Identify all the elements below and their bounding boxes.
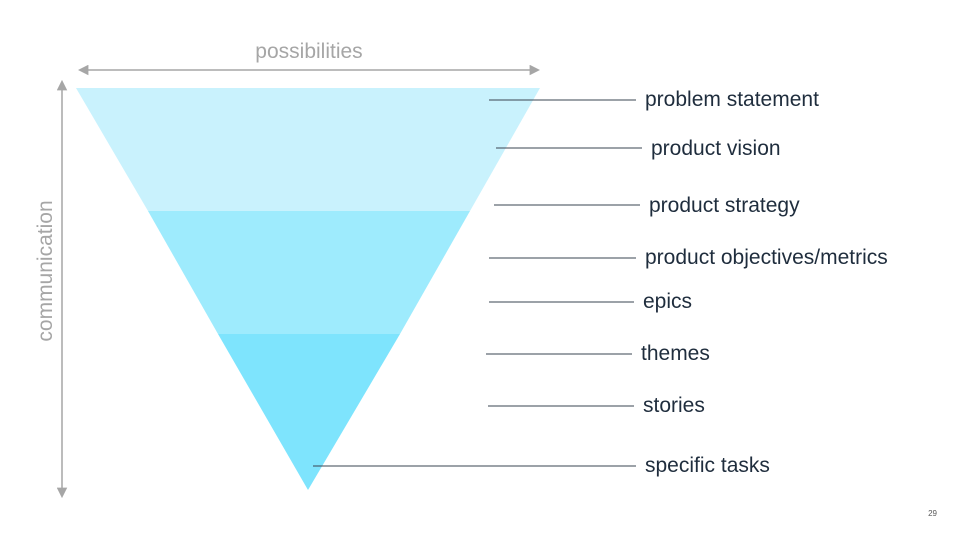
funnel-band-bottom xyxy=(218,334,400,490)
communication-axis: communication xyxy=(34,79,68,499)
funnel xyxy=(76,88,540,490)
level-label-themes: themes xyxy=(641,342,710,365)
level-label-problem-statement: problem statement xyxy=(645,88,819,111)
level-label-product-vision: product vision xyxy=(651,137,781,160)
funnel-band-top xyxy=(76,88,540,211)
level-label-product-objectives: product objectives/metrics xyxy=(645,246,888,269)
page-number: 29 xyxy=(928,509,937,518)
possibilities-axis: possibilities xyxy=(77,40,541,76)
communication-label: communication xyxy=(34,200,57,341)
level-labels: problem statement product vision product… xyxy=(313,88,888,477)
level-label-product-strategy: product strategy xyxy=(649,194,800,217)
level-label-epics: epics xyxy=(643,290,692,313)
level-label-specific-tasks: specific tasks xyxy=(645,454,770,477)
funnel-band-middle xyxy=(148,211,470,334)
level-label-stories: stories xyxy=(643,394,705,417)
possibilities-label: possibilities xyxy=(255,40,362,63)
